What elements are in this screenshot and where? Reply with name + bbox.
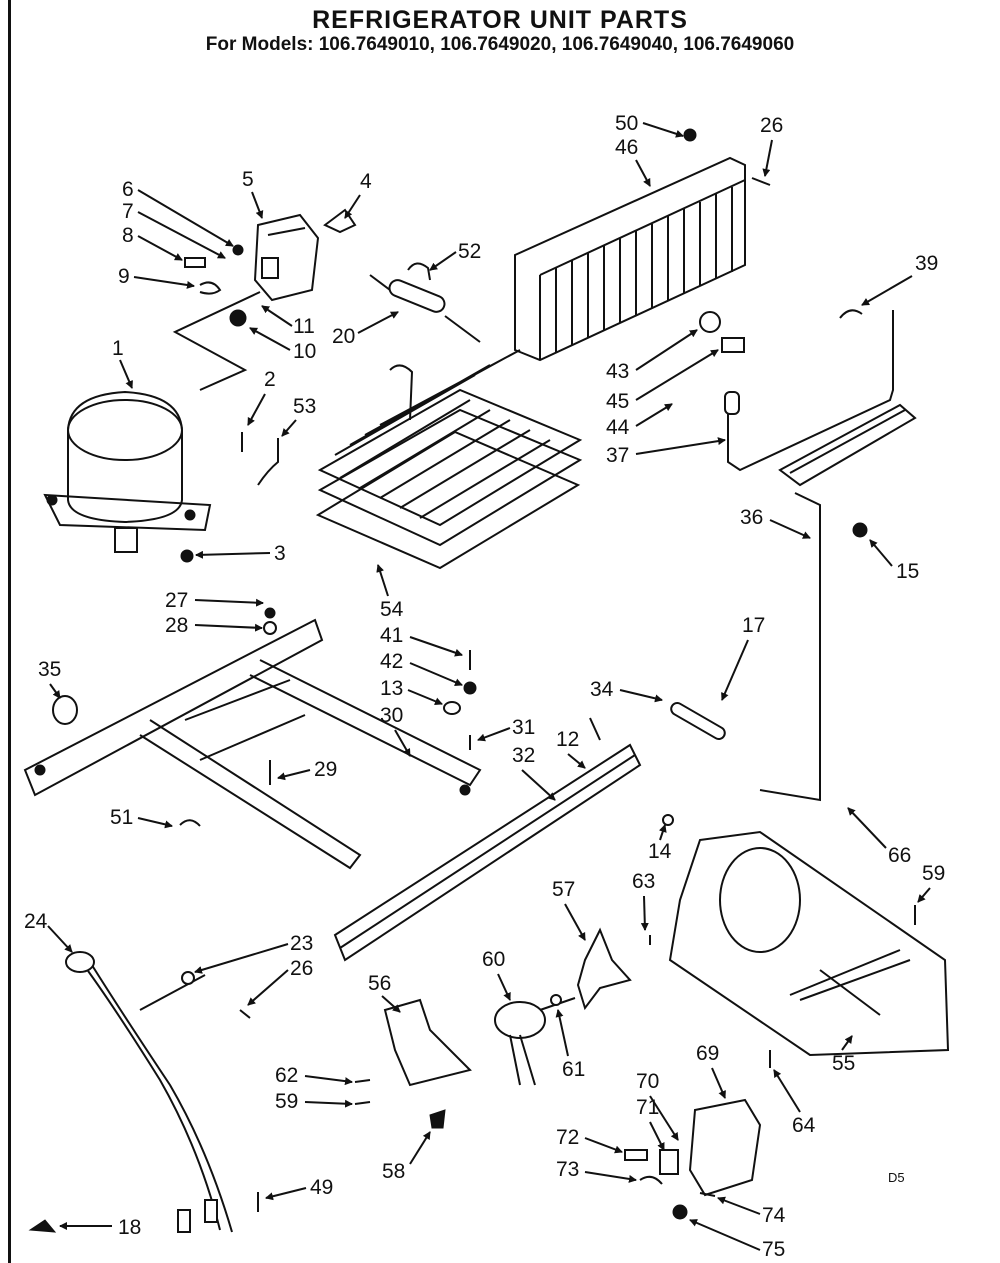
callout-69: 69 — [696, 1042, 719, 1065]
callout-28: 28 — [165, 614, 188, 637]
small-fasteners — [52, 432, 916, 1212]
callout-70: 70 — [636, 1070, 659, 1093]
callout-71: 71 — [636, 1096, 659, 1119]
callout-8: 8 — [122, 224, 134, 247]
callout-7: 7 — [122, 200, 134, 223]
callout-49: 49 — [310, 1176, 333, 1199]
callout-2: 2 — [264, 368, 276, 391]
condenser — [514, 128, 771, 362]
callout-59-lower: 59 — [275, 1090, 298, 1113]
callout-66: 66 — [888, 844, 911, 867]
callout-43: 43 — [606, 360, 629, 383]
callout-64: 64 — [792, 1114, 816, 1137]
callout-62: 62 — [275, 1064, 298, 1087]
callout-31: 31 — [512, 716, 535, 739]
callout-74: 74 — [762, 1204, 786, 1227]
callout-52: 52 — [458, 240, 481, 263]
callout-5: 5 — [242, 168, 254, 191]
callout-12: 12 — [556, 728, 579, 751]
callout-42: 42 — [380, 650, 403, 673]
callout-27: 27 — [165, 589, 188, 612]
callout-24: 24 — [24, 910, 48, 933]
callout-46: 46 — [615, 136, 638, 159]
callout-30: 30 — [380, 704, 403, 727]
callout-51: 51 — [110, 806, 133, 829]
heat-exchanger-tube — [699, 309, 894, 802]
callout-56: 56 — [368, 972, 391, 995]
callout-11: 11 — [293, 315, 315, 338]
drier — [369, 262, 481, 343]
callout-53: 53 — [293, 395, 316, 418]
callout-9: 9 — [118, 265, 130, 288]
fan-bracket-assembly — [668, 403, 950, 1057]
diagram-code: D5 — [888, 1170, 905, 1185]
relay-overload-assembly-lower — [624, 1098, 762, 1220]
callout-4: 4 — [360, 170, 372, 193]
callout-29: 29 — [314, 758, 337, 781]
callout-6: 6 — [122, 178, 134, 201]
diagram-title: REFRIGERATOR UNIT PARTS — [312, 6, 688, 34]
callout-60: 60 — [482, 948, 505, 971]
callout-10: 10 — [293, 340, 316, 363]
callout-36: 36 — [740, 506, 763, 529]
callout-39: 39 — [915, 252, 938, 275]
callout-63: 63 — [632, 870, 655, 893]
callout-18: 18 — [118, 1216, 141, 1239]
callout-55: 55 — [832, 1052, 855, 1075]
mounting-rail — [333, 743, 642, 962]
callout-58: 58 — [382, 1160, 405, 1183]
callout-72: 72 — [556, 1126, 579, 1149]
wiring-harness — [28, 951, 233, 1233]
diagram-header: REFRIGERATOR UNIT PARTS For Models: 106.… — [0, 6, 1000, 56]
callout-54: 54 — [380, 598, 404, 621]
callout-13: 13 — [380, 677, 403, 700]
base-frame — [23, 618, 482, 870]
condenser-fins — [555, 187, 733, 352]
callout-20: 20 — [332, 325, 355, 348]
compressor — [43, 390, 212, 553]
callout-73: 73 — [556, 1158, 579, 1181]
callout-15: 15 — [896, 560, 919, 583]
evaporator — [315, 349, 583, 570]
callout-75: 75 — [762, 1238, 785, 1261]
callout-32: 32 — [512, 744, 535, 767]
relay-overload-assembly — [172, 208, 357, 391]
callouts: 50 26 46 5 4 6 7 8 9 52 20 11 10 1 39 43… — [24, 112, 945, 1261]
callout-23: 23 — [290, 932, 313, 955]
fan-motor — [383, 927, 632, 1129]
callout-3: 3 — [274, 542, 286, 565]
callout-26: 26 — [760, 114, 783, 137]
callout-26-lower: 26 — [290, 957, 313, 980]
callout-34: 34 — [590, 678, 614, 701]
page-border-line — [8, 0, 11, 1263]
callout-59: 59 — [922, 862, 945, 885]
callout-1: 1 — [112, 337, 124, 360]
callout-50: 50 — [615, 112, 638, 135]
callout-37: 37 — [606, 444, 629, 467]
callout-41: 41 — [380, 624, 403, 647]
callout-45: 45 — [606, 390, 629, 413]
model-list: For Models: 106.7649010, 106.7649020, 10… — [205, 34, 795, 55]
callout-61: 61 — [562, 1058, 585, 1081]
callout-17: 17 — [742, 614, 765, 637]
callout-14: 14 — [648, 840, 672, 863]
callout-57: 57 — [552, 878, 575, 901]
callout-44: 44 — [606, 416, 630, 439]
callout-35: 35 — [38, 658, 61, 681]
